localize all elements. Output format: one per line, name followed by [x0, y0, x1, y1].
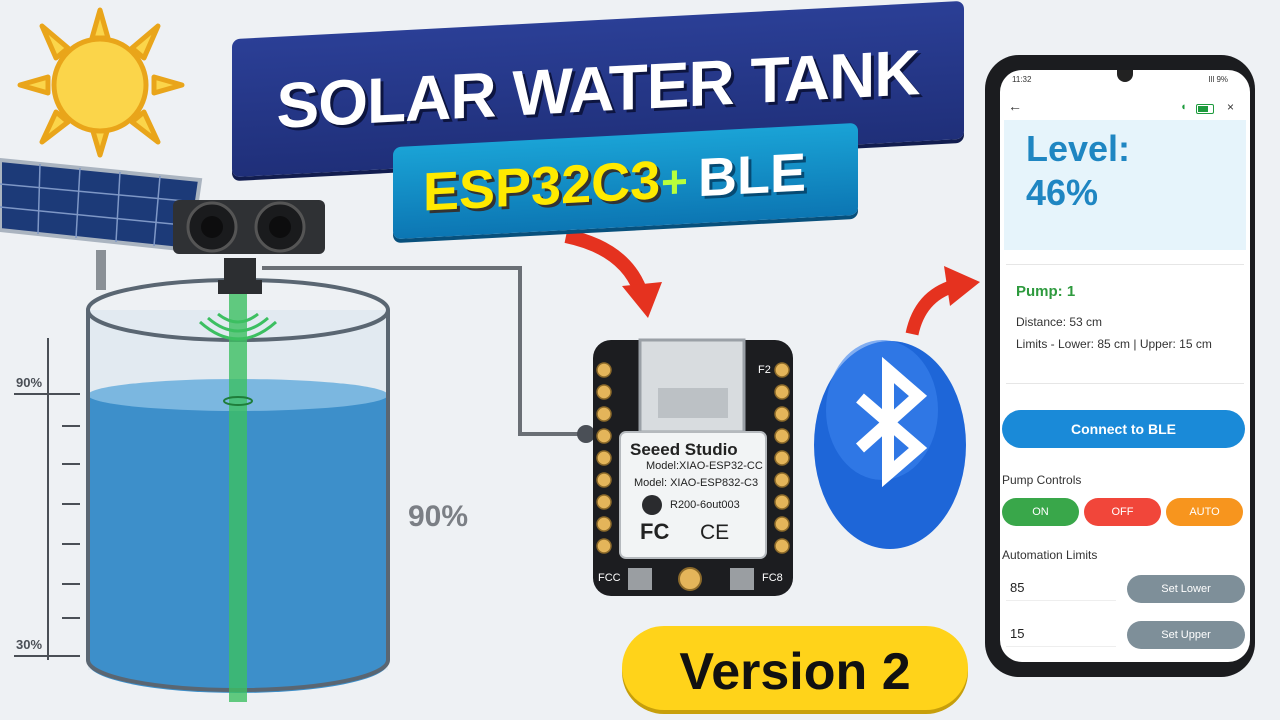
- android-icon: ◖: [1180, 101, 1187, 113]
- limits-reading: Limits - Lower: 85 cm | Upper: 15 cm: [1016, 337, 1212, 351]
- tank-level-label: 90%: [408, 500, 469, 533]
- pump-status: Pump: 1: [1016, 283, 1076, 300]
- subtitle-chip: ESP32C3: [423, 150, 661, 223]
- set-lower-button[interactable]: Set Lower: [1127, 575, 1245, 603]
- subtitle-ble: BLE: [698, 142, 806, 209]
- level-label: Level:: [1026, 128, 1131, 169]
- upper-limit-input[interactable]: [1006, 621, 1116, 647]
- back-button[interactable]: ←: [1008, 98, 1022, 114]
- camera-notch: [1117, 70, 1133, 82]
- pump-on-button[interactable]: ON: [1002, 498, 1079, 526]
- board-model-2: Model: XIAO-ESP832-C3: [634, 477, 759, 489]
- sensor-wire: [262, 266, 586, 436]
- board-ce-mark: CE: [700, 521, 730, 544]
- close-button[interactable]: ×: [1227, 100, 1235, 114]
- pump-auto-button[interactable]: AUTO: [1166, 498, 1243, 526]
- solar-panel-icon: [0, 157, 203, 290]
- version-badge: Version 2: [622, 626, 968, 710]
- board-model-1: Model:XIAO-ESP32-CC: [646, 460, 763, 472]
- arrow-icon: [905, 266, 980, 336]
- status-time: 11:32: [1012, 75, 1032, 84]
- distance-reading: Distance: 53 cm: [1016, 315, 1103, 329]
- sun-icon: [17, 7, 185, 158]
- status-card: Pump: 1 Distance: 53 cm Limits - Lower: …: [1006, 264, 1244, 384]
- status-signal: Ill 9%: [1208, 75, 1228, 84]
- subtitle-plus: +: [661, 154, 688, 209]
- board-fc-mark: FC: [640, 519, 670, 544]
- scale-mark-upper: 90%: [16, 375, 43, 390]
- lower-limit-input[interactable]: [1006, 575, 1116, 601]
- arrow-icon: [564, 229, 662, 318]
- scale-mark-lower: 30%: [16, 637, 43, 652]
- pump-off-button[interactable]: OFF: [1084, 498, 1161, 526]
- level-scale: [14, 338, 80, 660]
- water-tank: [86, 278, 390, 702]
- board-pin-top: F2: [758, 364, 771, 376]
- pump-controls-heading: Pump Controls: [1002, 473, 1082, 487]
- level-card: Level: 46%: [1004, 120, 1246, 250]
- board-pin-left: FCC: [598, 572, 621, 584]
- board-brand: Seeed Studio: [630, 440, 738, 459]
- app-bar: ← ◖ ×: [1000, 98, 1250, 120]
- level-value: 46%: [1026, 172, 1099, 213]
- automation-limits-heading: Automation Limits: [1002, 548, 1098, 562]
- ultrasonic-sensor-icon: [173, 200, 325, 294]
- board-id: R200-6out003: [670, 499, 740, 511]
- board-pin-right: FC8: [762, 572, 783, 584]
- connect-ble-button[interactable]: Connect to BLE: [1002, 410, 1245, 448]
- set-upper-button[interactable]: Set Upper: [1127, 621, 1245, 649]
- battery-icon: [1196, 104, 1214, 114]
- phone-screen: 11:32 Ill 9% ← ◖ × Level: 46% Pump: 1 Di…: [1000, 70, 1250, 662]
- version-label: Version 2: [679, 643, 911, 701]
- bluetooth-icon: [814, 340, 966, 549]
- xiao-esp32c3-board: [593, 338, 793, 596]
